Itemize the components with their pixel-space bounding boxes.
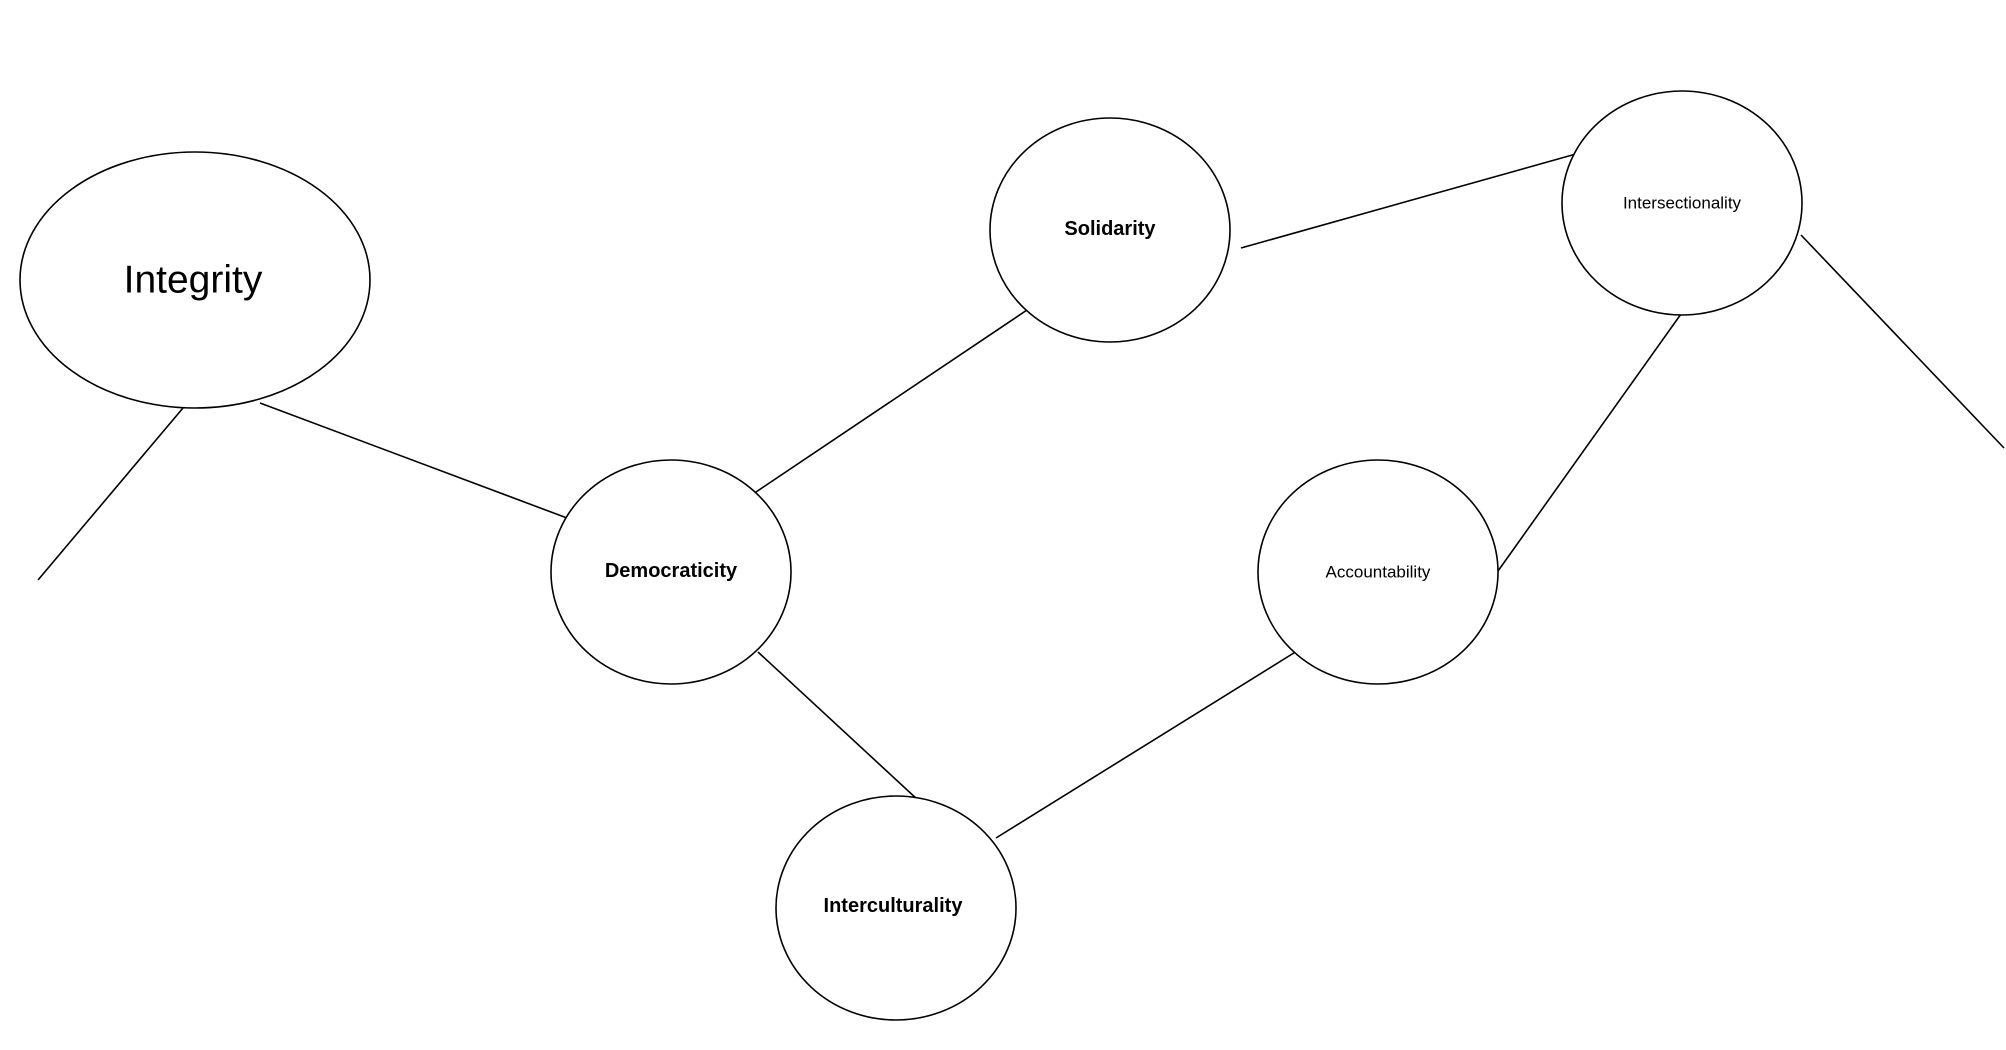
democraticity-ellipse	[550, 459, 792, 685]
solidarity-ellipse	[989, 117, 1231, 343]
accountability-label: Accountability	[1326, 563, 1431, 582]
edge-interculturality-accountability	[995, 650, 1298, 839]
node-democraticity: Democraticity	[550, 459, 792, 685]
integrity-ellipse	[19, 151, 371, 409]
edge-integrity-democraticity	[259, 402, 568, 519]
node-integrity: Integrity	[19, 151, 371, 409]
accountability-ellipse	[1257, 459, 1499, 685]
node-solidarity: Solidarity	[989, 117, 1231, 343]
edge-democraticity-interculturality	[757, 651, 919, 801]
edge-accountability-intersectionality	[1497, 313, 1682, 572]
intersectionality-label: Intersectionality	[1623, 194, 1742, 213]
interculturality-ellipse	[775, 795, 1017, 1021]
solidarity-label: Solidarity	[1064, 218, 1156, 240]
edge-solidarity-intersectionality	[1240, 151, 1584, 249]
node-interculturality: Interculturality	[775, 795, 1017, 1021]
dangling-line-intersectionality	[1800, 234, 2005, 449]
interculturality-label: Interculturality	[824, 895, 964, 917]
integrity-label: Integrity	[124, 259, 263, 302]
intersectionality-ellipse	[1561, 90, 1803, 316]
dangling-line-integrity	[37, 407, 184, 581]
edge-democraticity-solidarity	[752, 307, 1031, 495]
node-accountability: Accountability	[1257, 459, 1499, 685]
node-intersectionality: Intersectionality	[1561, 90, 1803, 316]
democraticity-label: Democraticity	[605, 560, 738, 582]
